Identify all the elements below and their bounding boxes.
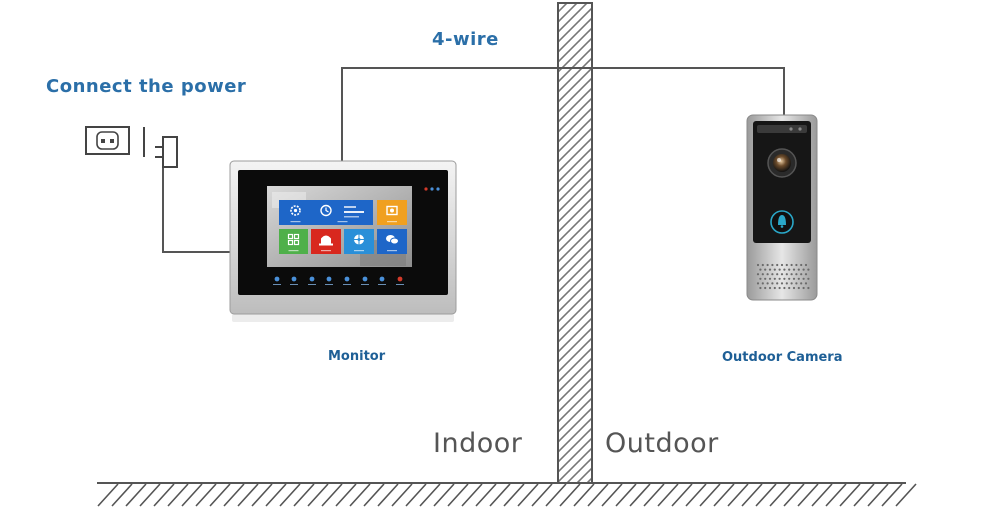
- ground-hatching: [97, 483, 917, 507]
- monitor-touch-button[interactable]: [378, 276, 386, 285]
- grid-icon: [287, 233, 300, 246]
- power-wire: [162, 165, 232, 253]
- monitor-touch-button[interactable]: [343, 276, 351, 285]
- monitor-camera-wire: [341, 67, 785, 161]
- app-tile[interactable]: [311, 229, 341, 254]
- camera-label: Outdoor Camera: [722, 350, 843, 365]
- indoor-label: Indoor: [433, 428, 523, 459]
- app-tile[interactable]: [377, 229, 407, 254]
- monitor-app-grid: [279, 200, 407, 254]
- ground: [97, 482, 917, 507]
- monitor-touch-button[interactable]: [325, 276, 333, 285]
- camera-speaker-grille: [756, 263, 810, 290]
- chat-icon: [386, 235, 399, 245]
- indoor-monitor: [229, 160, 457, 322]
- camera-lens-icon: [767, 148, 797, 178]
- photo-icon: [386, 205, 398, 216]
- power-plug: [155, 136, 178, 168]
- monitor-touch-button[interactable]: [361, 276, 369, 285]
- app-tile[interactable]: [344, 229, 374, 254]
- monitor-touch-button[interactable]: [396, 276, 404, 285]
- app-tile[interactable]: [312, 200, 373, 225]
- alarm-light-icon: [319, 235, 333, 246]
- app-tile[interactable]: [377, 200, 407, 225]
- wall: [557, 2, 593, 484]
- alarm-clock-icon: [320, 204, 332, 217]
- call-button[interactable]: [770, 210, 794, 234]
- outdoor-camera: [746, 114, 818, 301]
- monitor-touch-button[interactable]: [290, 276, 298, 285]
- monitor-touch-buttons: [273, 276, 404, 285]
- monitor-indicator: [424, 187, 428, 191]
- monitor-touch-button[interactable]: [308, 276, 316, 285]
- app-tile[interactable]: [279, 200, 312, 225]
- gear-icon: [290, 205, 301, 216]
- monitor-touch-button[interactable]: [273, 276, 281, 285]
- bell-icon: [778, 215, 786, 225]
- power-outlet: [85, 126, 145, 157]
- power-label: Connect the power: [46, 76, 247, 97]
- outdoor-label: Outdoor: [605, 428, 719, 459]
- wire-label: 4-wire: [432, 29, 499, 50]
- app-tile[interactable]: [279, 229, 308, 254]
- monitor-label: Monitor: [328, 349, 386, 364]
- fan-icon: [354, 234, 364, 245]
